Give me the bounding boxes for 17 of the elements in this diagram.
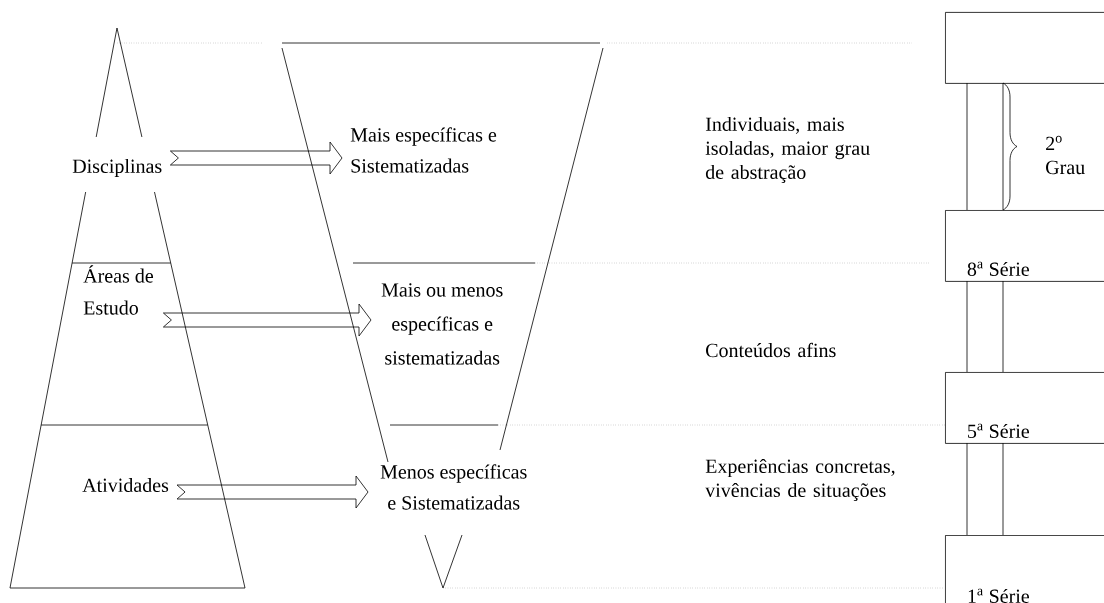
level-label: Atividades	[82, 477, 169, 493]
level-box: 1$^{a}$ Série	[945, 535, 1104, 603]
description-text: Experiências concretas, vivências de situações	[705, 458, 895, 502]
block-arrow	[176, 475, 369, 509]
level-box: 8$^{a}$ Série	[945, 210, 1104, 282]
description-text: Menos específicas e Sistematizadas	[380, 464, 527, 510]
description-text: Mais ou menos específicas e sistematizadas	[381, 283, 503, 365]
description-text: Mais específicas e Sistematizadas	[350, 127, 497, 173]
level-label: Disciplinas	[72, 158, 162, 178]
level-label: Áreas de Estudo	[83, 265, 154, 315]
description-text: Individuais, mais isoladas, maior grau de abstração	[705, 116, 870, 184]
grade-label: 2$^{o}$ Grau	[1046, 135, 1085, 175]
block-arrow	[163, 303, 372, 337]
level-box	[945, 12, 1104, 84]
description-text: Conteúdos afins	[706, 342, 836, 358]
level-box: 5$^{a}$ Série	[945, 372, 1104, 444]
block-arrow	[170, 141, 343, 175]
